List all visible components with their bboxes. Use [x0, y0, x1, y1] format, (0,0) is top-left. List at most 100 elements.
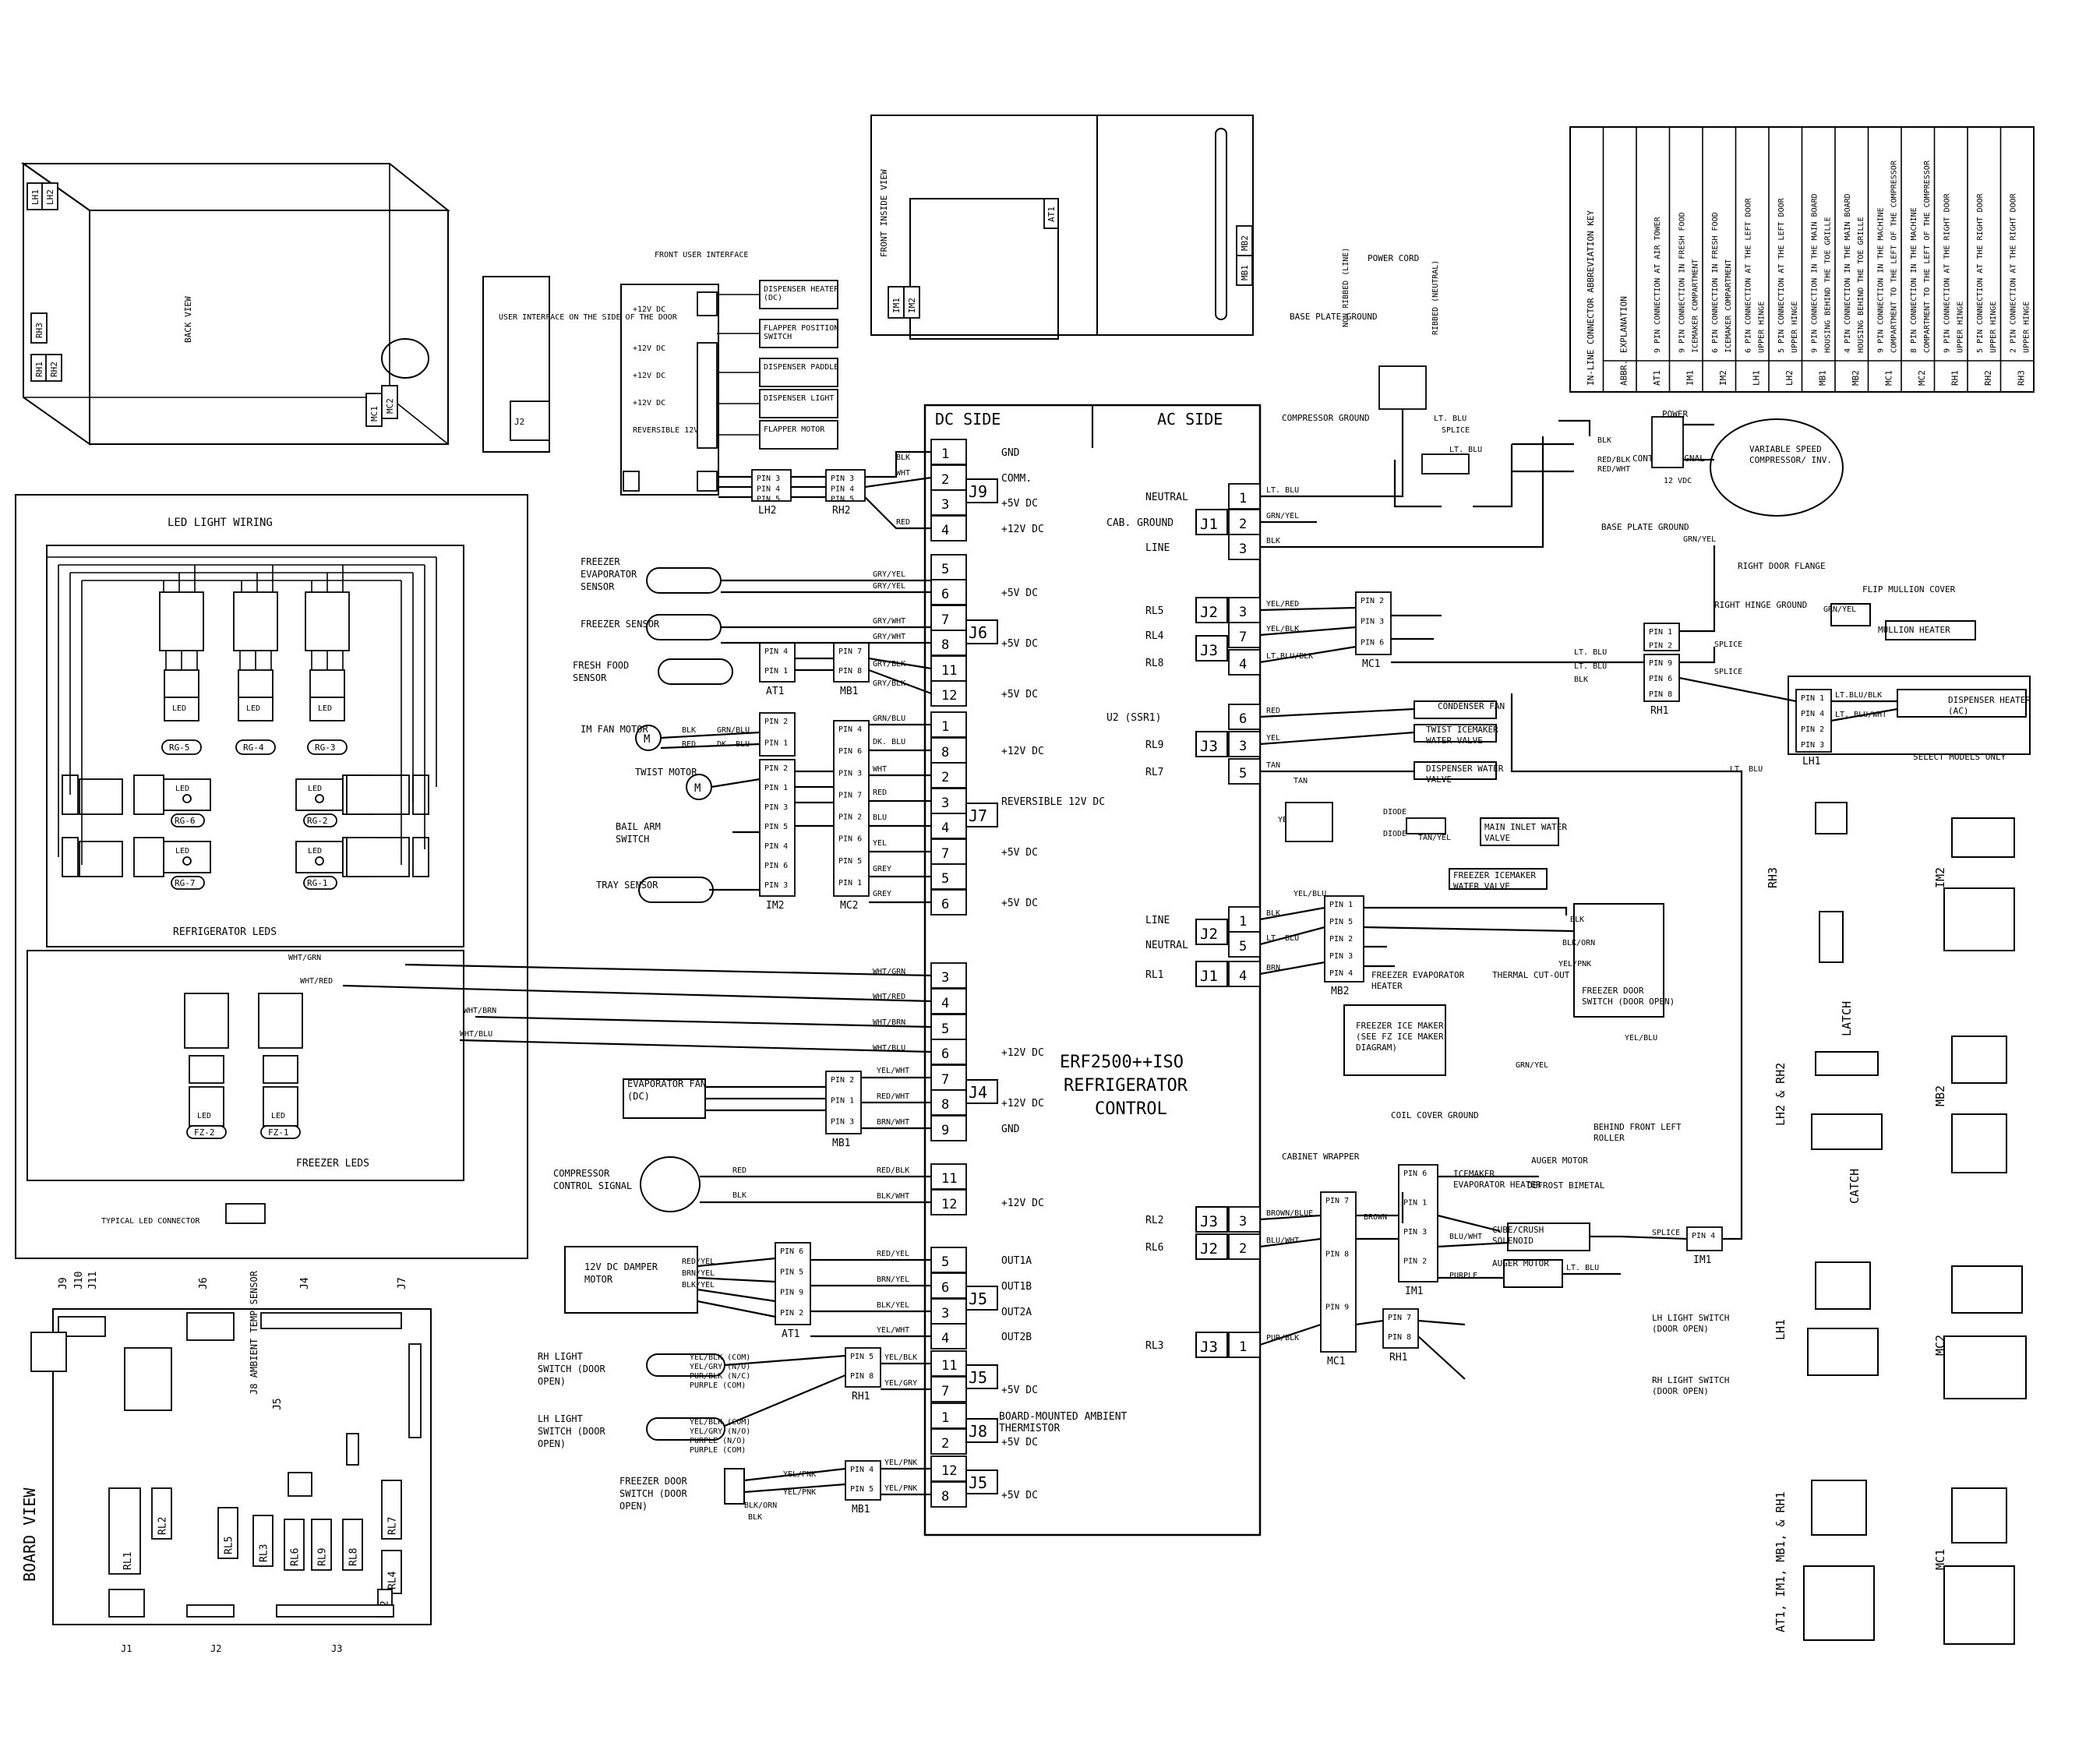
abbr-expl-5: 9 PIN CONNECTION IN THE MAIN BOARD: [1811, 193, 1819, 353]
mc2-bot: [1943, 1335, 2027, 1399]
dc-pin-21: 6: [941, 1046, 949, 1062]
abbr-row-RH3: RH3: [2016, 370, 2026, 386]
led-text: LED: [175, 847, 189, 856]
ac-pin-label-10: NEUTRAL: [1145, 940, 1188, 951]
inline-RH1: [1643, 654, 1680, 702]
abbr-expl-10: UPPER HINGE: [1989, 302, 1998, 353]
led-tag: [171, 876, 205, 890]
left-comp-11: SWITCH (DOOR: [538, 1426, 605, 1437]
board-relay-4: [284, 1519, 305, 1571]
led-label-RG-6: RG-6: [175, 816, 196, 826]
wire-run-4: [795, 723, 931, 904]
dc-conn-box: [965, 1469, 998, 1494]
ui-row-1: +12V DC: [633, 305, 665, 314]
inline-pin: PIN 6: [1361, 638, 1384, 647]
board-J1: J1: [121, 1643, 132, 1654]
inline-pin: PIN 9: [1325, 1304, 1349, 1312]
lh-switch-icon: [646, 1417, 725, 1441]
ac-pin-3: 3: [1239, 605, 1247, 620]
dc-pin-label-17: +5V DC: [1001, 898, 1038, 909]
wire-label-52: BLK/ORN: [744, 1501, 777, 1510]
load-box-3: [1480, 817, 1559, 846]
dc-pin-label-2: +5V DC: [1001, 498, 1038, 510]
inline-name-MC1: MC1: [1327, 1356, 1345, 1367]
wire-label-33: BRN/YEL: [877, 1275, 909, 1284]
wire-run-18: [1356, 1175, 1539, 1279]
dc-pin-label-24: GND: [1001, 1124, 1020, 1135]
ac-pin-label-0: NEUTRAL: [1145, 492, 1188, 503]
inline-pin: PIN 5: [764, 823, 788, 831]
board-relay-1: [151, 1487, 172, 1540]
wire-label-40: YEL/BLK: [884, 1353, 917, 1362]
inline-name-MB1: MB1: [832, 1138, 850, 1149]
abbr-expl-0: 9 PIN CONNECTION AT AIR TOWER: [1654, 216, 1662, 353]
wire-label-90: GRN/YEL: [1823, 605, 1856, 614]
led-body: [309, 669, 345, 698]
ac-pin-0: 1: [1239, 491, 1247, 506]
led-tag: [235, 739, 276, 755]
wire-run-11: [1260, 374, 1544, 549]
led-box: [238, 697, 274, 721]
mb2-bot: [1951, 1113, 2007, 1173]
right-comp-25: ROLLER: [1594, 1133, 1625, 1143]
freezer-leds-label: FREEZER LEDS: [296, 1158, 369, 1170]
led-plug: [133, 774, 164, 815]
dc-conn-J6: J6: [969, 623, 987, 642]
mc1-top: [1951, 1487, 2007, 1544]
fz-connector: [184, 993, 229, 1049]
wire-label-19: RED: [682, 740, 696, 749]
wire-label-49: PURPLE (COM): [690, 1446, 746, 1455]
dc-pin-32: 7: [941, 1384, 949, 1399]
wire-run-23: [1393, 443, 1574, 508]
abbr-row-AT1: AT1: [1652, 370, 1662, 386]
abbr-title: IN-LINE CONNECTOR ABBREVIATION KEY: [1586, 210, 1596, 386]
inline-name-MC2: MC2: [840, 900, 858, 912]
inline-RH3: [1643, 623, 1680, 651]
right-comp-0: POWER CORD: [1368, 253, 1419, 263]
led-harness: [46, 556, 437, 865]
ui-load-1: FLAPPER POSITION: [764, 324, 838, 333]
ui-load-box: [759, 358, 838, 387]
wire-label-107: TAN: [1294, 777, 1308, 785]
dc-pin-1: 2: [941, 472, 949, 488]
back-view: BACK VIEW LH1 LH2 RH3 RH1 RH2 MC1 MC2: [20, 162, 450, 446]
dc-pin-box: [930, 1455, 967, 1482]
dc-pin-label-26: +12V DC: [1001, 1198, 1044, 1209]
led-conn-right-bot: [346, 837, 410, 877]
dc-pin-box: [930, 762, 967, 789]
dc-pin-label-1: COMM.: [1001, 473, 1032, 485]
led-pins-rt: [412, 774, 429, 815]
fz-door-switch-box: [1573, 903, 1664, 1018]
ac-pin-11: 4: [1239, 968, 1247, 984]
right-comp-3: BASE PLATE GROUND: [1290, 312, 1378, 322]
led-light-wiring: LED LIGHT WIRING REFRIGERATOR LEDS FREEZ…: [15, 494, 528, 1259]
inline-name-RH2: RH2: [832, 505, 850, 517]
dc-pin-label-27: OUT1A: [1001, 1255, 1032, 1267]
im2-top: [1951, 817, 2015, 858]
inline-pin: PIN 7: [838, 791, 862, 799]
led-text: LED: [172, 704, 186, 713]
right-comp-2: RIBBED (NEUTRAL): [1431, 260, 1440, 335]
left-comp-10: SWITCH (DOOR: [538, 1364, 605, 1374]
left-comp-12: OPEN): [619, 1501, 648, 1512]
im2-bot: [1943, 887, 2015, 951]
inline-pin: PIN 2: [831, 1076, 854, 1085]
dc-pin-box: [930, 737, 967, 764]
wire-label: WHT/RED: [300, 977, 333, 986]
abbr-expl-4: 5 PIN CONNECTION AT THE LEFT DOOR: [1777, 197, 1786, 353]
inline-pin: PIN 8: [838, 667, 862, 676]
fz-body: [263, 1055, 298, 1084]
dc-conn-J4: J4: [969, 1083, 987, 1102]
wire-run-9: [724, 1354, 931, 1427]
ac-pin-8: 5: [1239, 766, 1247, 781]
left-comp-12: FREEZER DOOR: [619, 1476, 687, 1487]
inline-pin: PIN 1: [764, 667, 788, 676]
wire-label-70: PUR/BLK: [1266, 1334, 1299, 1342]
left-comp-4: TWIST MOTOR: [635, 767, 697, 778]
abbr-expl-11: UPPER HINGE: [2023, 302, 2031, 353]
ac-pin-box: [1228, 649, 1261, 676]
led-wires: [239, 651, 272, 670]
dc-pin-9: 12: [941, 688, 957, 704]
abbr-expl-9: UPPER HINGE: [1957, 302, 1965, 353]
inline-pin: PIN 3: [1801, 741, 1824, 750]
